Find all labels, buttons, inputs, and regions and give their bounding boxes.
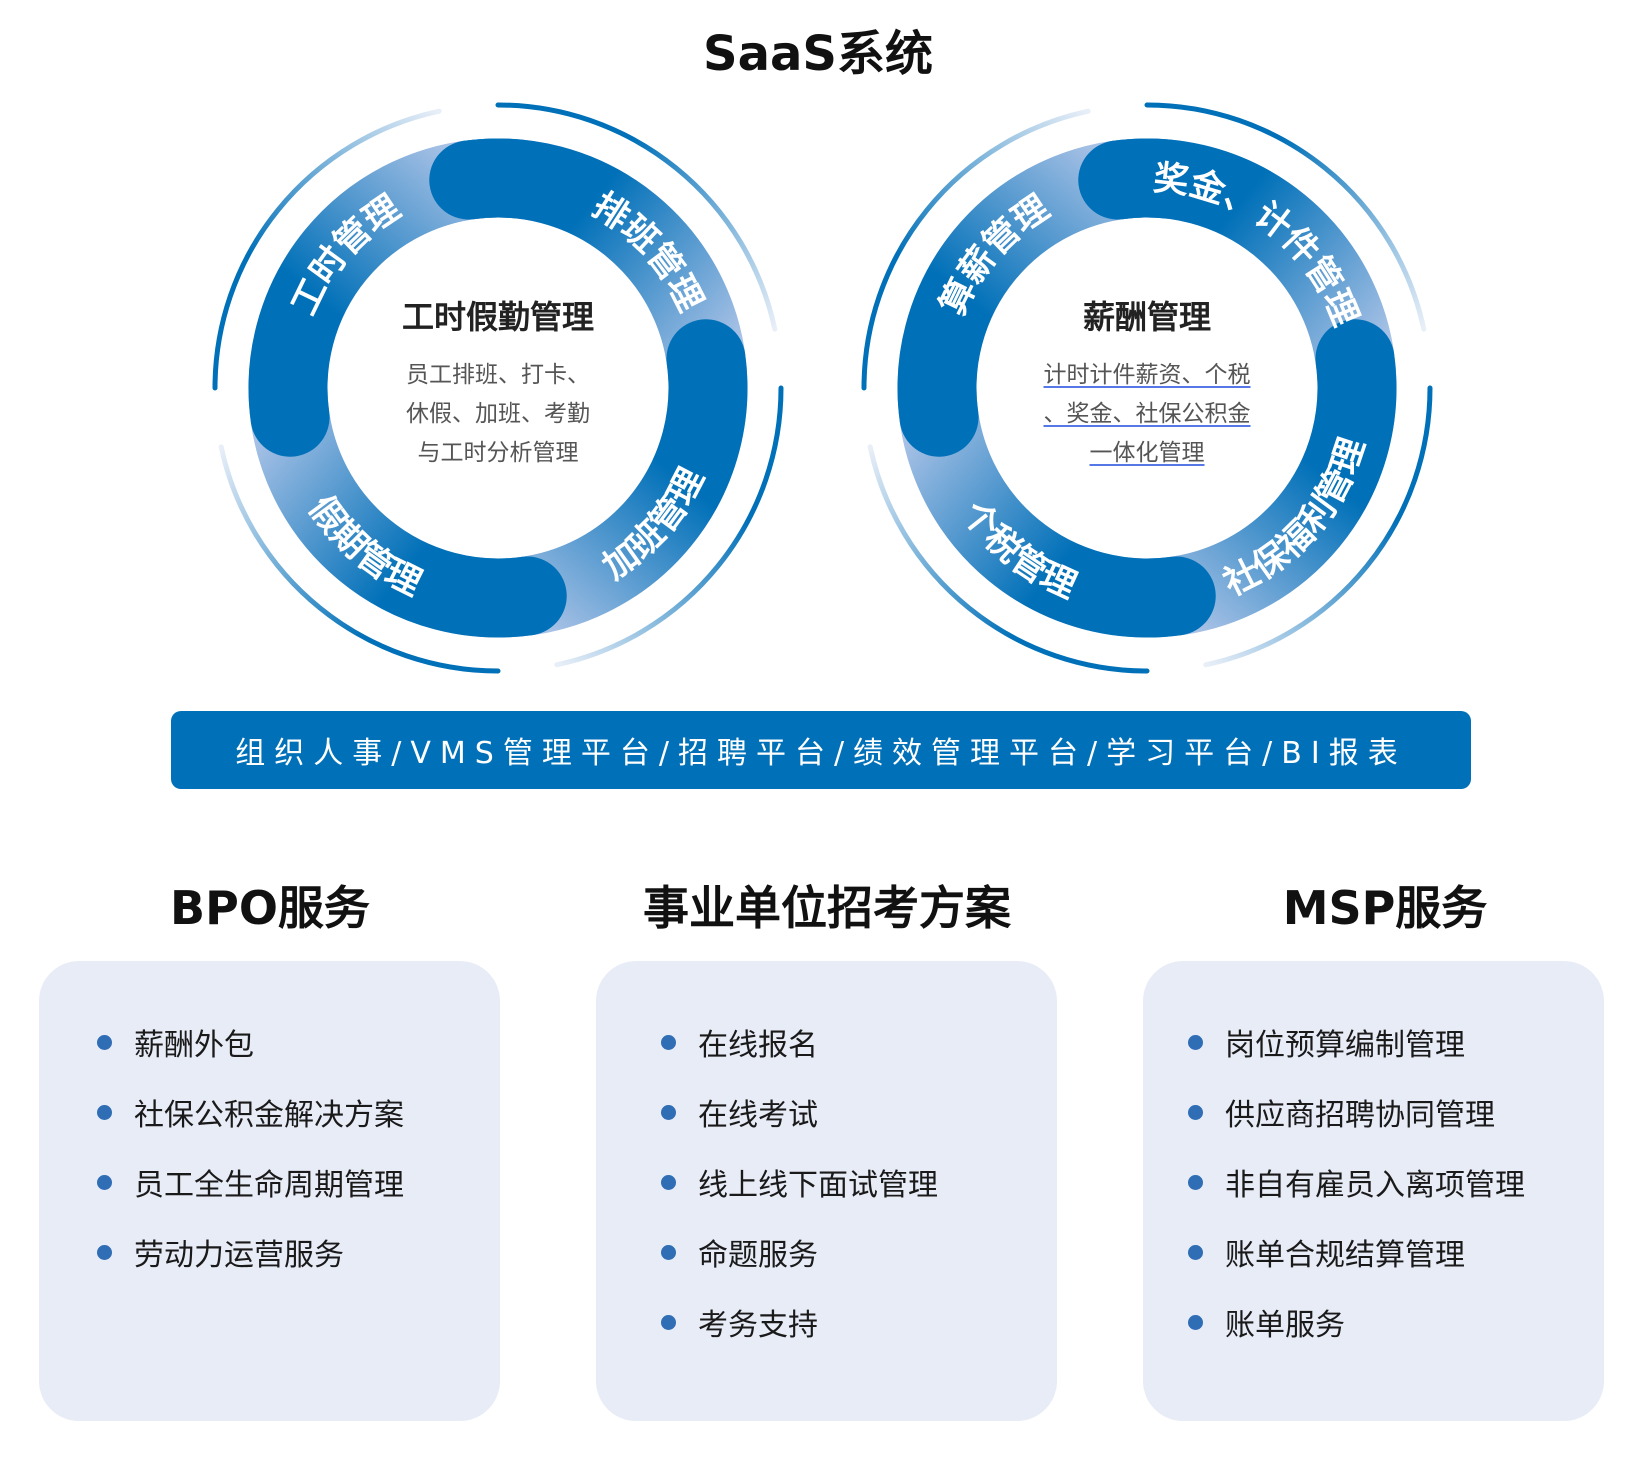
bullet-icon bbox=[661, 1314, 676, 1330]
ring-center-line: 休假、加班、考勤 bbox=[406, 401, 590, 427]
list-item: 命题服务 bbox=[661, 1217, 938, 1287]
list-item: 薪酬外包 bbox=[97, 1007, 404, 1077]
outer-arc-right bbox=[867, 444, 1150, 674]
list-item-label: 命题服务 bbox=[698, 1238, 818, 1273]
bullet-icon bbox=[1188, 1174, 1203, 1190]
list-item: 账单合规结算管理 bbox=[1188, 1217, 1525, 1287]
list-item: 考务支持 bbox=[661, 1287, 938, 1357]
ring-center-line: 一体化管理 bbox=[1089, 440, 1205, 466]
ring-center-line: 与工时分析管理 bbox=[417, 440, 579, 466]
bullet-icon bbox=[661, 1174, 676, 1190]
card-exam: 在线报名在线考试线上线下面试管理命题服务考务支持 bbox=[596, 961, 1057, 1421]
ring-center-attendance: 工时假勤管理 员工排班、打卡、 休假、加班、考勤 与工时分析管理 bbox=[348, 292, 648, 473]
list-item: 员工全生命周期管理 bbox=[97, 1147, 404, 1217]
list-item-label: 社保公积金解决方案 bbox=[134, 1098, 404, 1133]
card-msp: 岗位预算编制管理供应商招聘协同管理非自有雇员入离项管理账单合规结算管理账单服务 bbox=[1143, 961, 1604, 1421]
outer-arc-right bbox=[861, 108, 1091, 391]
list-item-label: 考务支持 bbox=[698, 1308, 818, 1343]
list-item: 账单服务 bbox=[1188, 1287, 1525, 1357]
page-title: SaaS系统 bbox=[703, 26, 933, 82]
ring-center-title: 工时假勤管理 bbox=[401, 298, 594, 336]
list-item: 非自有雇员入离项管理 bbox=[1188, 1147, 1525, 1217]
bullet-icon bbox=[1188, 1104, 1203, 1120]
list-item: 在线考试 bbox=[661, 1077, 938, 1147]
outer-arc-left bbox=[495, 102, 778, 332]
bullet-icon bbox=[97, 1104, 112, 1120]
list-item-label: 在线考试 bbox=[698, 1098, 818, 1133]
ring-center-line: 计时计件薪资、个税 bbox=[1043, 362, 1251, 388]
list-item-label: 员工全生命周期管理 bbox=[134, 1168, 404, 1203]
list-item: 线上线下面试管理 bbox=[661, 1147, 938, 1217]
list-item: 在线报名 bbox=[661, 1007, 938, 1077]
list-item-label: 在线报名 bbox=[698, 1028, 818, 1063]
list-item: 岗位预算编制管理 bbox=[1188, 1007, 1525, 1077]
list-item: 劳动力运营服务 bbox=[97, 1217, 404, 1287]
section-title-bpo: BPO服务 bbox=[170, 881, 370, 935]
ring-center-title: 薪酬管理 bbox=[1082, 298, 1211, 336]
outer-arc-left bbox=[554, 385, 784, 668]
list-item-label: 账单合规结算管理 bbox=[1225, 1238, 1465, 1273]
list-item-label: 劳动力运营服务 bbox=[134, 1238, 344, 1273]
bullet-icon bbox=[1188, 1244, 1203, 1260]
list-item: 社保公积金解决方案 bbox=[97, 1077, 404, 1147]
card-bpo: 薪酬外包社保公积金解决方案员工全生命周期管理劳动力运营服务 bbox=[39, 961, 500, 1421]
ring-center-line: 、奖金、社保公积金 bbox=[1043, 401, 1251, 427]
outer-arc-left bbox=[212, 108, 442, 391]
list-item: 供应商招聘协同管理 bbox=[1188, 1077, 1525, 1147]
platform-banner: 组织人事/VMS管理平台/招聘平台/绩效管理平台/学习平台/BI报表 bbox=[171, 711, 1471, 789]
bullet-icon bbox=[661, 1034, 676, 1050]
outer-arc-right bbox=[1203, 385, 1433, 668]
list-item-label: 岗位预算编制管理 bbox=[1225, 1028, 1465, 1063]
list-item-label: 账单服务 bbox=[1225, 1308, 1345, 1343]
list-item-label: 薪酬外包 bbox=[134, 1028, 254, 1063]
ring-segment-cap-right bbox=[1078, 138, 1205, 220]
list-item-label: 非自有雇员入离项管理 bbox=[1225, 1168, 1525, 1203]
section-title-msp: MSP服务 bbox=[1282, 881, 1488, 935]
saas-rings-diagram: 工时管理 排班管理 假期管理 加班管理 算薪管理 奖金、计件管理 个税管理 社保… bbox=[212, 102, 1433, 674]
bullet-icon bbox=[1188, 1034, 1203, 1050]
list-item-label: 供应商招聘协同管理 bbox=[1225, 1098, 1495, 1133]
bullet-icon bbox=[97, 1174, 112, 1190]
section-title-exam: 事业单位招考方案 bbox=[643, 881, 1011, 935]
bullet-icon bbox=[661, 1244, 676, 1260]
ring-center-line: 员工排班、打卡、 bbox=[406, 362, 590, 388]
ring-segment-cap-left bbox=[429, 138, 556, 220]
bullet-icon bbox=[1188, 1314, 1203, 1330]
bullet-icon bbox=[661, 1104, 676, 1120]
outer-arc-right bbox=[1144, 102, 1427, 332]
ring-center-payroll: 薪酬管理 计时计件薪资、个税 、奖金、社保公积金 一体化管理 bbox=[997, 292, 1297, 473]
list-item-label: 线上线下面试管理 bbox=[698, 1168, 938, 1203]
bullet-icon bbox=[97, 1034, 112, 1050]
bullet-icon bbox=[97, 1244, 112, 1260]
outer-arc-left bbox=[218, 444, 501, 674]
